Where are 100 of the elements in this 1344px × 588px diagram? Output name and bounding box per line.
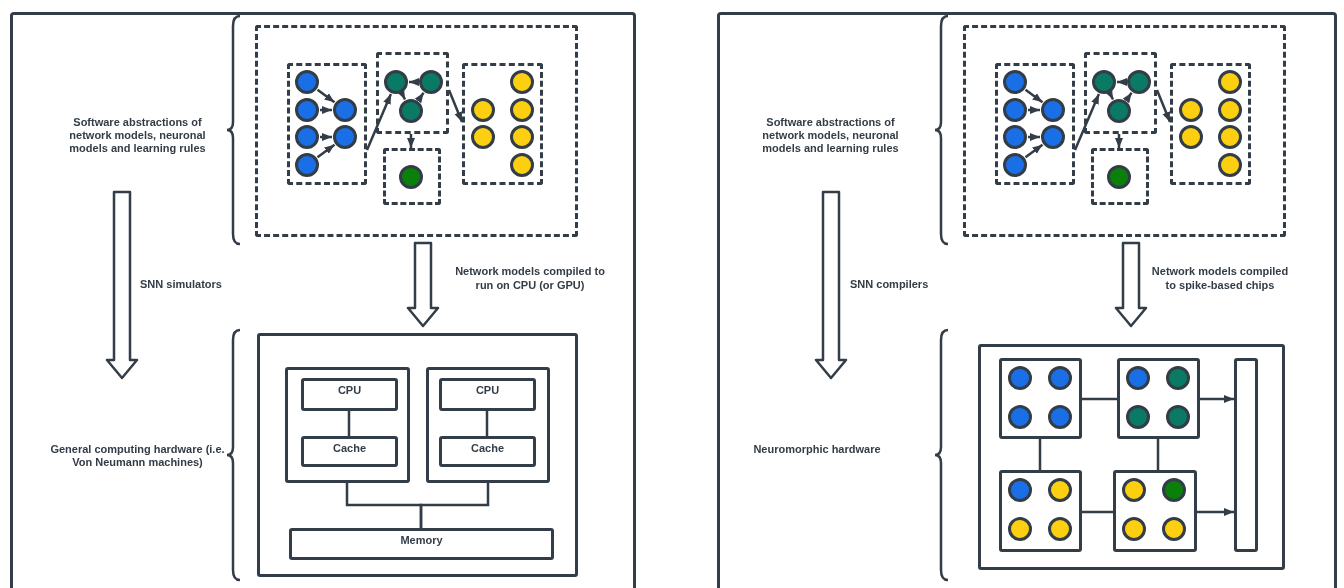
neuron-circle	[510, 153, 534, 177]
hollow-arrow	[105, 190, 139, 380]
neuron-circle	[333, 125, 357, 149]
processor-box	[426, 367, 550, 483]
neuron-circle	[510, 70, 534, 94]
neuron-circle	[1008, 366, 1032, 390]
neuron-circle	[295, 70, 319, 94]
neuron-circle	[1003, 70, 1027, 94]
neuron-circle	[510, 125, 534, 149]
arrow	[320, 133, 332, 141]
neuron-circle	[1008, 478, 1032, 502]
core-tile	[999, 358, 1082, 439]
cache-box: Cache	[301, 436, 398, 467]
neuron-circle	[1126, 405, 1150, 429]
neuron-circle	[1003, 98, 1027, 122]
neuron-circle	[1218, 153, 1242, 177]
dashed-group-box	[995, 63, 1075, 185]
arrow	[1028, 133, 1040, 141]
neuron-circle	[471, 125, 495, 149]
neuron-circle	[1048, 478, 1072, 502]
dashed-group-box	[376, 52, 449, 134]
connector-line	[1082, 510, 1113, 514]
arrow	[1024, 88, 1044, 104]
dashed-group-box	[1170, 63, 1251, 185]
neuron-circle	[1107, 99, 1131, 123]
cache-box: Cache	[439, 436, 536, 467]
arrow	[316, 143, 336, 159]
neuron-circle	[1008, 517, 1032, 541]
connector-line	[419, 483, 490, 528]
cpu-box: CPU	[439, 378, 536, 411]
neuron-circle	[1048, 405, 1072, 429]
core-tile	[1113, 470, 1197, 552]
arrow	[316, 88, 336, 104]
neuron-circle	[1122, 517, 1146, 541]
memory-box: Memory	[289, 528, 554, 560]
neuron-circle	[1218, 70, 1242, 94]
dashed-group-box	[1084, 52, 1157, 134]
processor-box	[285, 367, 410, 483]
arrow	[447, 89, 464, 123]
description-text: Neuromorphic hardware	[737, 443, 897, 457]
neuron-circle	[1127, 70, 1151, 94]
neuron-circle	[399, 99, 423, 123]
edge-label: SNN simulators	[140, 277, 223, 291]
dashed-frame	[255, 25, 578, 237]
output-bar	[1234, 358, 1258, 552]
neuron-circle	[384, 70, 408, 94]
arrow	[1155, 89, 1172, 123]
dashed-group-box	[383, 148, 441, 205]
neuron-circle	[1008, 405, 1032, 429]
connector-line	[1082, 397, 1117, 401]
dashed-group-box	[462, 63, 543, 185]
neuron-circle	[1041, 125, 1065, 149]
neuron-circle	[1092, 70, 1116, 94]
arrow	[1115, 134, 1123, 148]
neuron-circle	[1003, 125, 1027, 149]
dashed-group-box	[287, 63, 367, 185]
neuron-circle	[1048, 517, 1072, 541]
arrow	[320, 106, 332, 114]
edge-label: SNN compilers	[850, 277, 930, 291]
neuron-circle	[399, 165, 423, 189]
arrow	[1197, 508, 1234, 516]
neuron-circle	[1166, 366, 1190, 390]
hollow-arrow	[406, 241, 440, 328]
description-text: Software abstractions of network models, neuronal models and learning rules	[60, 116, 215, 156]
core-tile	[1117, 358, 1200, 439]
neuron-circle	[1162, 478, 1186, 502]
neuron-circle	[471, 98, 495, 122]
arrow	[409, 78, 419, 86]
connector-line	[1038, 439, 1042, 470]
connector-line	[1156, 439, 1160, 470]
dashed-group-box	[1091, 148, 1149, 205]
chip-board	[978, 344, 1285, 570]
neuron-circle	[295, 125, 319, 149]
neuron-circle	[1218, 125, 1242, 149]
neuron-circle	[419, 70, 443, 94]
neuron-circle	[333, 98, 357, 122]
neuron-circle	[1048, 366, 1072, 390]
neuron-circle	[1041, 98, 1065, 122]
description-text: Software abstractions of network models, neuronal models and learning rules	[753, 116, 908, 156]
arrow	[414, 92, 425, 104]
neuron-circle	[1126, 366, 1150, 390]
connector-line	[485, 411, 489, 436]
neuron-circle	[1166, 405, 1190, 429]
arrow	[1117, 78, 1127, 86]
neuron-circle	[1162, 517, 1186, 541]
hollow-arrow	[814, 190, 848, 380]
core-tile	[999, 470, 1082, 552]
edge-label: Network models compiled to spike-based chips	[1150, 264, 1290, 292]
neuron-circle	[295, 98, 319, 122]
connector-line	[347, 411, 351, 436]
neuron-circle	[295, 153, 319, 177]
dashed-frame	[963, 25, 1286, 237]
neuron-circle	[1218, 98, 1242, 122]
arrow	[1200, 395, 1234, 403]
edge-label: Network models compiled to run on CPU (or GPU)	[454, 264, 606, 292]
cpu-box: CPU	[301, 378, 398, 411]
description-text: General computing hardware (i.e. Von Neumann machines)	[47, 443, 228, 471]
hardware-box	[257, 333, 578, 577]
neuron-circle	[1179, 125, 1203, 149]
neuron-circle	[510, 98, 534, 122]
